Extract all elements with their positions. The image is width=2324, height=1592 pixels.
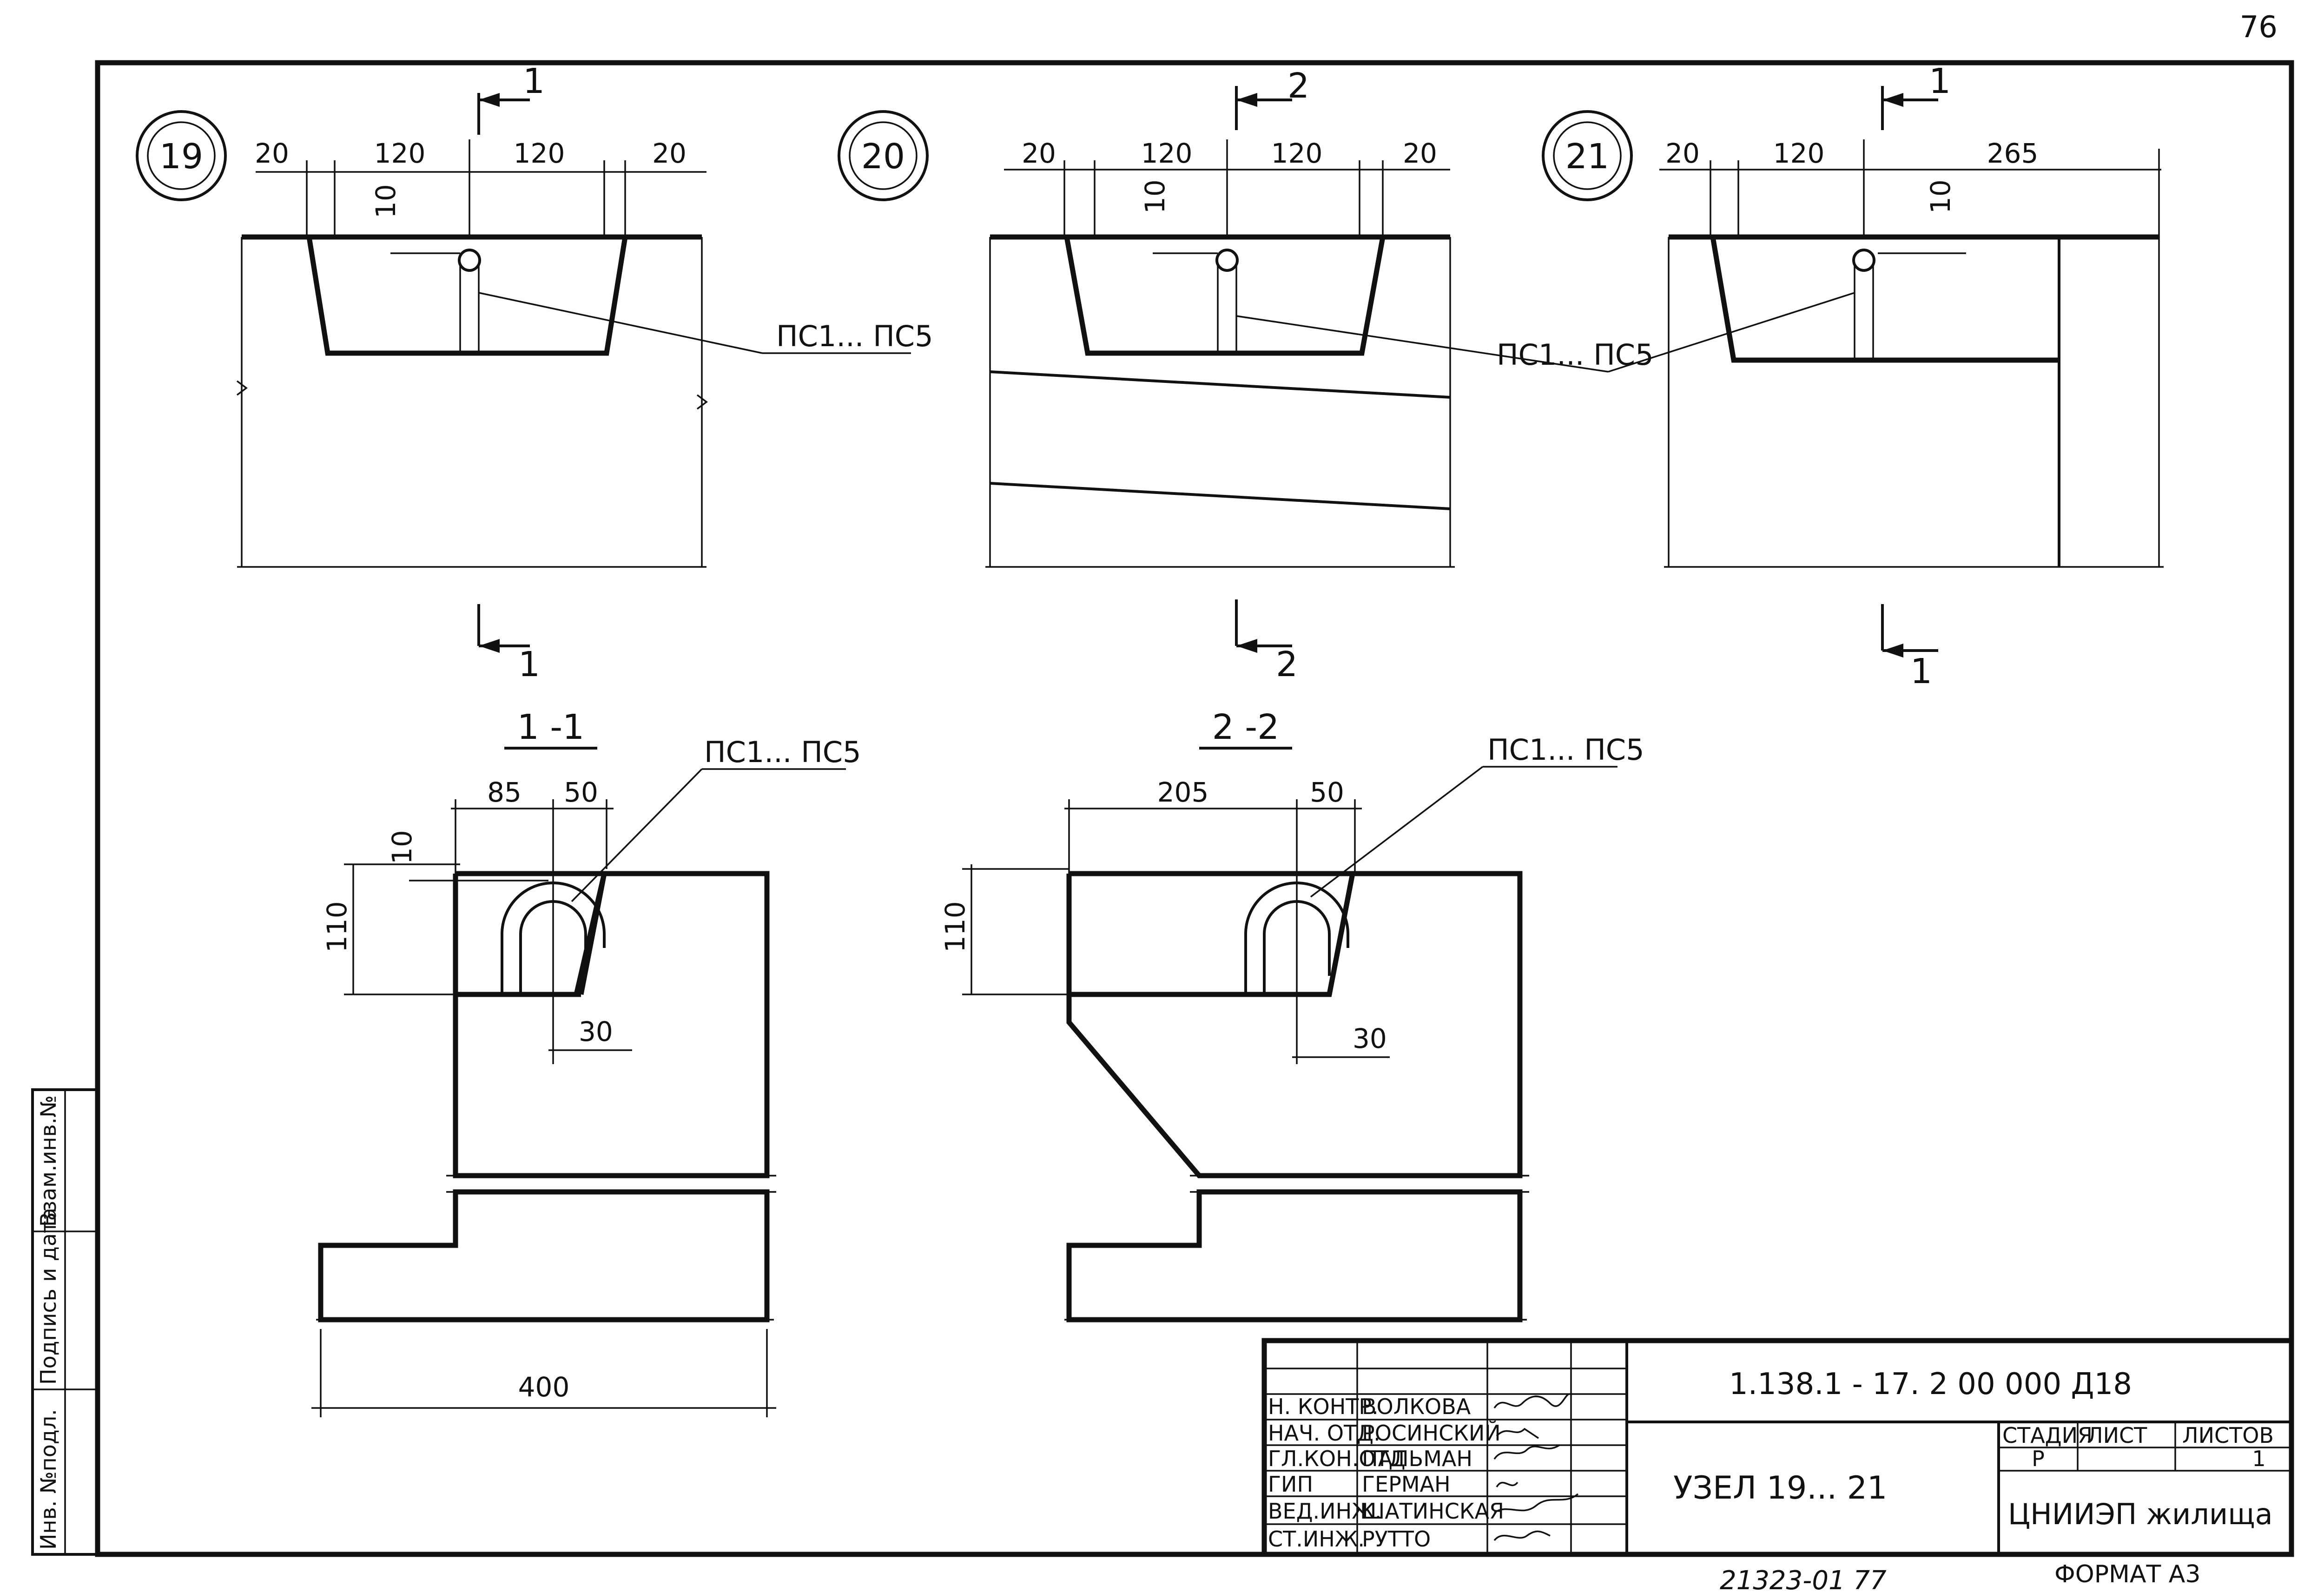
title-block: Н. КОНТР. ВОЛКОВА НАЧ. ОТД. РОСИНСКИЙ ГЛ… bbox=[1261, 1338, 2294, 1557]
tb-role-6: СТ.ИНЖ. bbox=[1268, 1526, 1365, 1552]
node-21-dim-3: 265 bbox=[1987, 138, 2039, 169]
node-21-number: 21 bbox=[1565, 137, 1609, 177]
tb-name-1: ВОЛКОВА bbox=[1362, 1394, 1471, 1419]
node-21-dim-1: 20 bbox=[1665, 138, 1700, 169]
node-20-section-mark-bottom: 2 bbox=[1276, 645, 1298, 684]
tb-role-4: ГИП bbox=[1268, 1472, 1313, 1497]
sheet-frame bbox=[95, 60, 2294, 1557]
node-19-number: 19 bbox=[159, 137, 203, 177]
node-19-dim-3: 120 bbox=[514, 138, 565, 169]
node-19-dim-top: 10 bbox=[370, 184, 402, 218]
node-20-number: 20 bbox=[861, 137, 905, 177]
tb-sheets-value: 1 bbox=[2252, 1446, 2265, 1471]
node-19-section-mark-bottom: 1 bbox=[518, 645, 540, 684]
section-1-1-dim-top: 10 bbox=[386, 830, 418, 864]
side-stamp-vzam: Взам.инв.№ bbox=[36, 1095, 61, 1227]
tb-sheet-header: ЛИСТ bbox=[2087, 1423, 2147, 1448]
tb-stage-value: Р bbox=[2032, 1446, 2045, 1471]
node-20-dim-4: 20 bbox=[1403, 138, 1437, 169]
node-21-dim-top: 10 bbox=[1925, 179, 1956, 214]
signature-2 bbox=[1496, 1428, 1539, 1439]
tb-role-1: Н. КОНТР. bbox=[1268, 1394, 1379, 1419]
node-19-dim-1: 20 bbox=[255, 138, 289, 169]
signature-5 bbox=[1494, 1493, 1579, 1513]
section-1-1-callout: ПС1... ПС5 bbox=[704, 735, 861, 769]
tb-organization: ЦНИИЭП жилища bbox=[2008, 1497, 2273, 1531]
section-2-2-dim-a: 205 bbox=[1157, 776, 1209, 808]
node-20-dim-1: 20 bbox=[1022, 138, 1056, 169]
node-19-dim-2: 120 bbox=[374, 138, 426, 169]
node-21-section-mark-top: 1 bbox=[1929, 61, 1951, 101]
section-2-2-title: 2 -2 bbox=[1212, 707, 1279, 747]
node-20-section-mark-top: 2 bbox=[1287, 66, 1309, 106]
tb-stage-header: СТАДИЯ bbox=[2002, 1423, 2093, 1448]
section-2-2-callout: ПС1... ПС5 bbox=[1487, 733, 1644, 767]
tb-sheets-header: ЛИСТОВ bbox=[2182, 1423, 2274, 1448]
format-label: ФОРМАТ А3 bbox=[2054, 1560, 2200, 1588]
tb-doc-code: 1.138.1 - 17. 2 00 000 Д18 bbox=[1729, 1367, 2132, 1401]
section-2-2-dim-h: 110 bbox=[939, 901, 971, 953]
signature-3 bbox=[1493, 1444, 1560, 1460]
node-20-plan: 20 2 20 120 120 20 10 ПС1... ПС5 2 bbox=[838, 66, 1654, 684]
section-2-2: 2 -2 ПС1... ПС5 205 50 110 30 bbox=[939, 707, 1644, 1322]
node-19-circle bbox=[136, 110, 227, 201]
tb-role-2: НАЧ. ОТД. bbox=[1268, 1421, 1380, 1446]
side-stamp-inv-podl: Инв. №подл. bbox=[36, 1409, 61, 1550]
tb-name-5: ШАТИНСКАЯ bbox=[1362, 1499, 1504, 1524]
tb-name-2: РОСИНСКИЙ bbox=[1362, 1421, 1501, 1446]
node-19-section-mark-top: 1 bbox=[523, 61, 545, 101]
node-21-circle bbox=[1542, 110, 1633, 201]
node-21-section-mark-bottom: 1 bbox=[1910, 651, 1932, 691]
bottom-stamp: 21323-01 77 bbox=[1720, 1566, 1887, 1592]
section-1-1-dim-a: 85 bbox=[487, 776, 522, 808]
node-20-dim-top: 10 bbox=[1139, 179, 1171, 214]
node-20-dim-3: 120 bbox=[1271, 138, 1323, 169]
tb-title: УЗЕЛ 19... 21 bbox=[1673, 1470, 1887, 1506]
node-19-plan: 19 1 20 120 120 20 10 ПС1... ПС5 bbox=[136, 61, 933, 684]
section-1-1: 1 -1 ПС1... ПС5 85 50 10 110 30 bbox=[311, 707, 861, 1417]
signature-6 bbox=[1493, 1530, 1551, 1541]
tb-role-5: ВЕД.ИНЖ. bbox=[1268, 1499, 1381, 1524]
node-21-dim-2: 120 bbox=[1773, 138, 1825, 169]
node-20-callout: ПС1... ПС5 bbox=[1497, 338, 1654, 372]
section-1-1-title: 1 -1 bbox=[517, 707, 584, 747]
side-stamp: Инв. №подл. Подпись и дата Взам.инв.№ bbox=[31, 1088, 99, 1556]
section-2-2-dim-off: 30 bbox=[1353, 1023, 1387, 1054]
signature-1 bbox=[1493, 1393, 1570, 1409]
section-2-2-dim-b: 50 bbox=[1310, 776, 1344, 808]
node-20-circle bbox=[838, 110, 929, 201]
section-1-1-dim-width: 400 bbox=[518, 1371, 570, 1403]
section-1-1-dim-h: 110 bbox=[321, 901, 353, 953]
section-1-1-dim-off: 30 bbox=[579, 1016, 613, 1047]
tb-name-6: РУТТО bbox=[1362, 1526, 1431, 1552]
node-19-dim-4: 20 bbox=[652, 138, 687, 169]
signature-4 bbox=[1496, 1481, 1519, 1487]
tb-role-3: ГЛ.КОН.ОТД bbox=[1268, 1446, 1406, 1471]
node-20-dim-2: 120 bbox=[1141, 138, 1193, 169]
node-21-plan: 21 1 20 120 265 10 1 bbox=[1542, 61, 2164, 691]
page-number: 76 bbox=[2240, 10, 2278, 45]
tb-name-4: ГЕРМАН bbox=[1362, 1472, 1451, 1497]
section-1-1-dim-b: 50 bbox=[564, 776, 598, 808]
tb-name-3: ПАЛЬМАН bbox=[1362, 1446, 1472, 1471]
side-stamp-signature-date: Подпись и дата bbox=[36, 1208, 61, 1385]
node-19-callout: ПС1... ПС5 bbox=[776, 319, 933, 353]
